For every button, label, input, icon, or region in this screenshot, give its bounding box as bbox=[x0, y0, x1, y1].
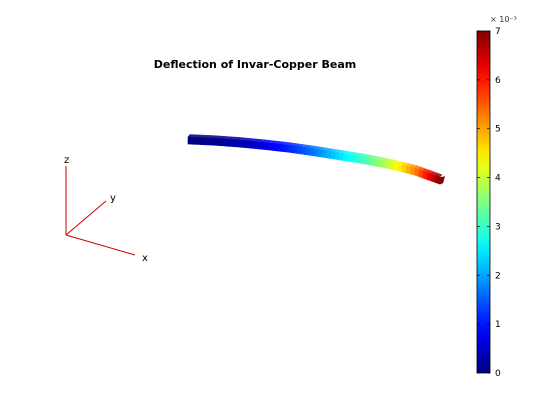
beam-segment bbox=[263, 142, 269, 151]
colorbar-multiplier: × 10⁻³ bbox=[490, 15, 517, 24]
beam-segment bbox=[372, 158, 378, 167]
triad-y-label: y bbox=[110, 193, 116, 204]
beam-segment bbox=[196, 137, 201, 145]
beam-segment bbox=[225, 138, 231, 147]
beam-segment bbox=[208, 137, 214, 146]
beam-segment bbox=[389, 161, 395, 171]
beam-segment bbox=[313, 148, 319, 157]
beam-segment bbox=[288, 144, 294, 154]
beam-segment bbox=[376, 158, 382, 168]
beam-segment bbox=[343, 153, 348, 162]
triad-y-axis bbox=[65, 200, 107, 236]
colorbar-tick-label: 5 bbox=[495, 125, 501, 135]
beam-segment bbox=[351, 154, 357, 163]
beam-segment bbox=[259, 141, 264, 150]
beam-segment bbox=[397, 163, 403, 173]
beam-segment bbox=[393, 162, 399, 172]
beam-segment bbox=[317, 149, 323, 158]
colorbar-tick-label: 2 bbox=[495, 271, 501, 281]
beam-free-end bbox=[440, 176, 445, 185]
beam-top-face-segment bbox=[435, 172, 443, 178]
beam-segment bbox=[355, 155, 361, 164]
beam-segment bbox=[233, 139, 239, 148]
colorbar-tick-label: 7 bbox=[495, 27, 501, 37]
chart-title: Deflection of Invar-Copper Beam bbox=[154, 58, 356, 71]
colorbar-tick-label: 3 bbox=[495, 222, 501, 232]
beam-segment bbox=[322, 149, 327, 159]
beam-segment bbox=[309, 147, 315, 157]
colorbar-tick-label: 1 bbox=[495, 320, 501, 330]
deflected-beam bbox=[187, 134, 445, 185]
triad-x-axis bbox=[65, 234, 136, 256]
beam-segment bbox=[305, 147, 311, 156]
colorbar: 0 1 2 3 4 5 6 7 × 10⁻³ bbox=[476, 15, 517, 379]
beam-segment bbox=[267, 142, 273, 151]
beam-segment bbox=[359, 155, 365, 165]
beam-segment bbox=[364, 156, 369, 166]
beam-segment bbox=[401, 164, 407, 174]
beam-segment bbox=[406, 165, 411, 175]
beam-segment bbox=[380, 159, 386, 169]
beam-segment bbox=[212, 137, 218, 146]
beam-segment bbox=[221, 138, 227, 147]
triad-z-label: z bbox=[64, 155, 69, 166]
beam-segment bbox=[334, 151, 340, 161]
beam-segment bbox=[271, 143, 277, 152]
beam-segment bbox=[347, 153, 353, 163]
beam-segment bbox=[217, 138, 222, 147]
beam-segment bbox=[275, 143, 281, 152]
beam-segment bbox=[246, 140, 252, 149]
beam-segment bbox=[250, 140, 256, 149]
beam-segment bbox=[238, 139, 243, 148]
beam-fixed-end bbox=[188, 134, 190, 144]
beam-segment bbox=[410, 166, 416, 176]
beam-segment bbox=[204, 137, 210, 146]
beam-segment bbox=[330, 151, 336, 160]
beam-segment bbox=[200, 137, 206, 146]
beam-segment bbox=[368, 157, 374, 166]
colorbar-ticks: 0 1 2 3 4 5 6 7 bbox=[477, 27, 501, 379]
beam-segment bbox=[284, 144, 290, 153]
beam-segment bbox=[280, 143, 285, 153]
beam-segment bbox=[301, 146, 306, 155]
beam-segment bbox=[385, 160, 390, 170]
triad-x-label: x bbox=[142, 253, 148, 264]
beam-segment bbox=[296, 146, 302, 155]
colorbar-tick-label: 6 bbox=[495, 76, 501, 86]
colorbar-tick-label: 0 bbox=[495, 369, 501, 379]
beam-segment bbox=[229, 139, 235, 148]
coordinate-triad: x y z bbox=[64, 155, 148, 264]
colorbar-tick-label: 4 bbox=[495, 174, 501, 184]
beam-segment bbox=[191, 136, 197, 145]
beam-segment bbox=[326, 150, 332, 159]
beam-segment bbox=[254, 141, 260, 150]
beam-segment bbox=[242, 140, 248, 149]
colorbar-scale bbox=[476, 30, 491, 374]
beam-segment bbox=[338, 152, 344, 161]
beam-segment bbox=[292, 145, 298, 154]
